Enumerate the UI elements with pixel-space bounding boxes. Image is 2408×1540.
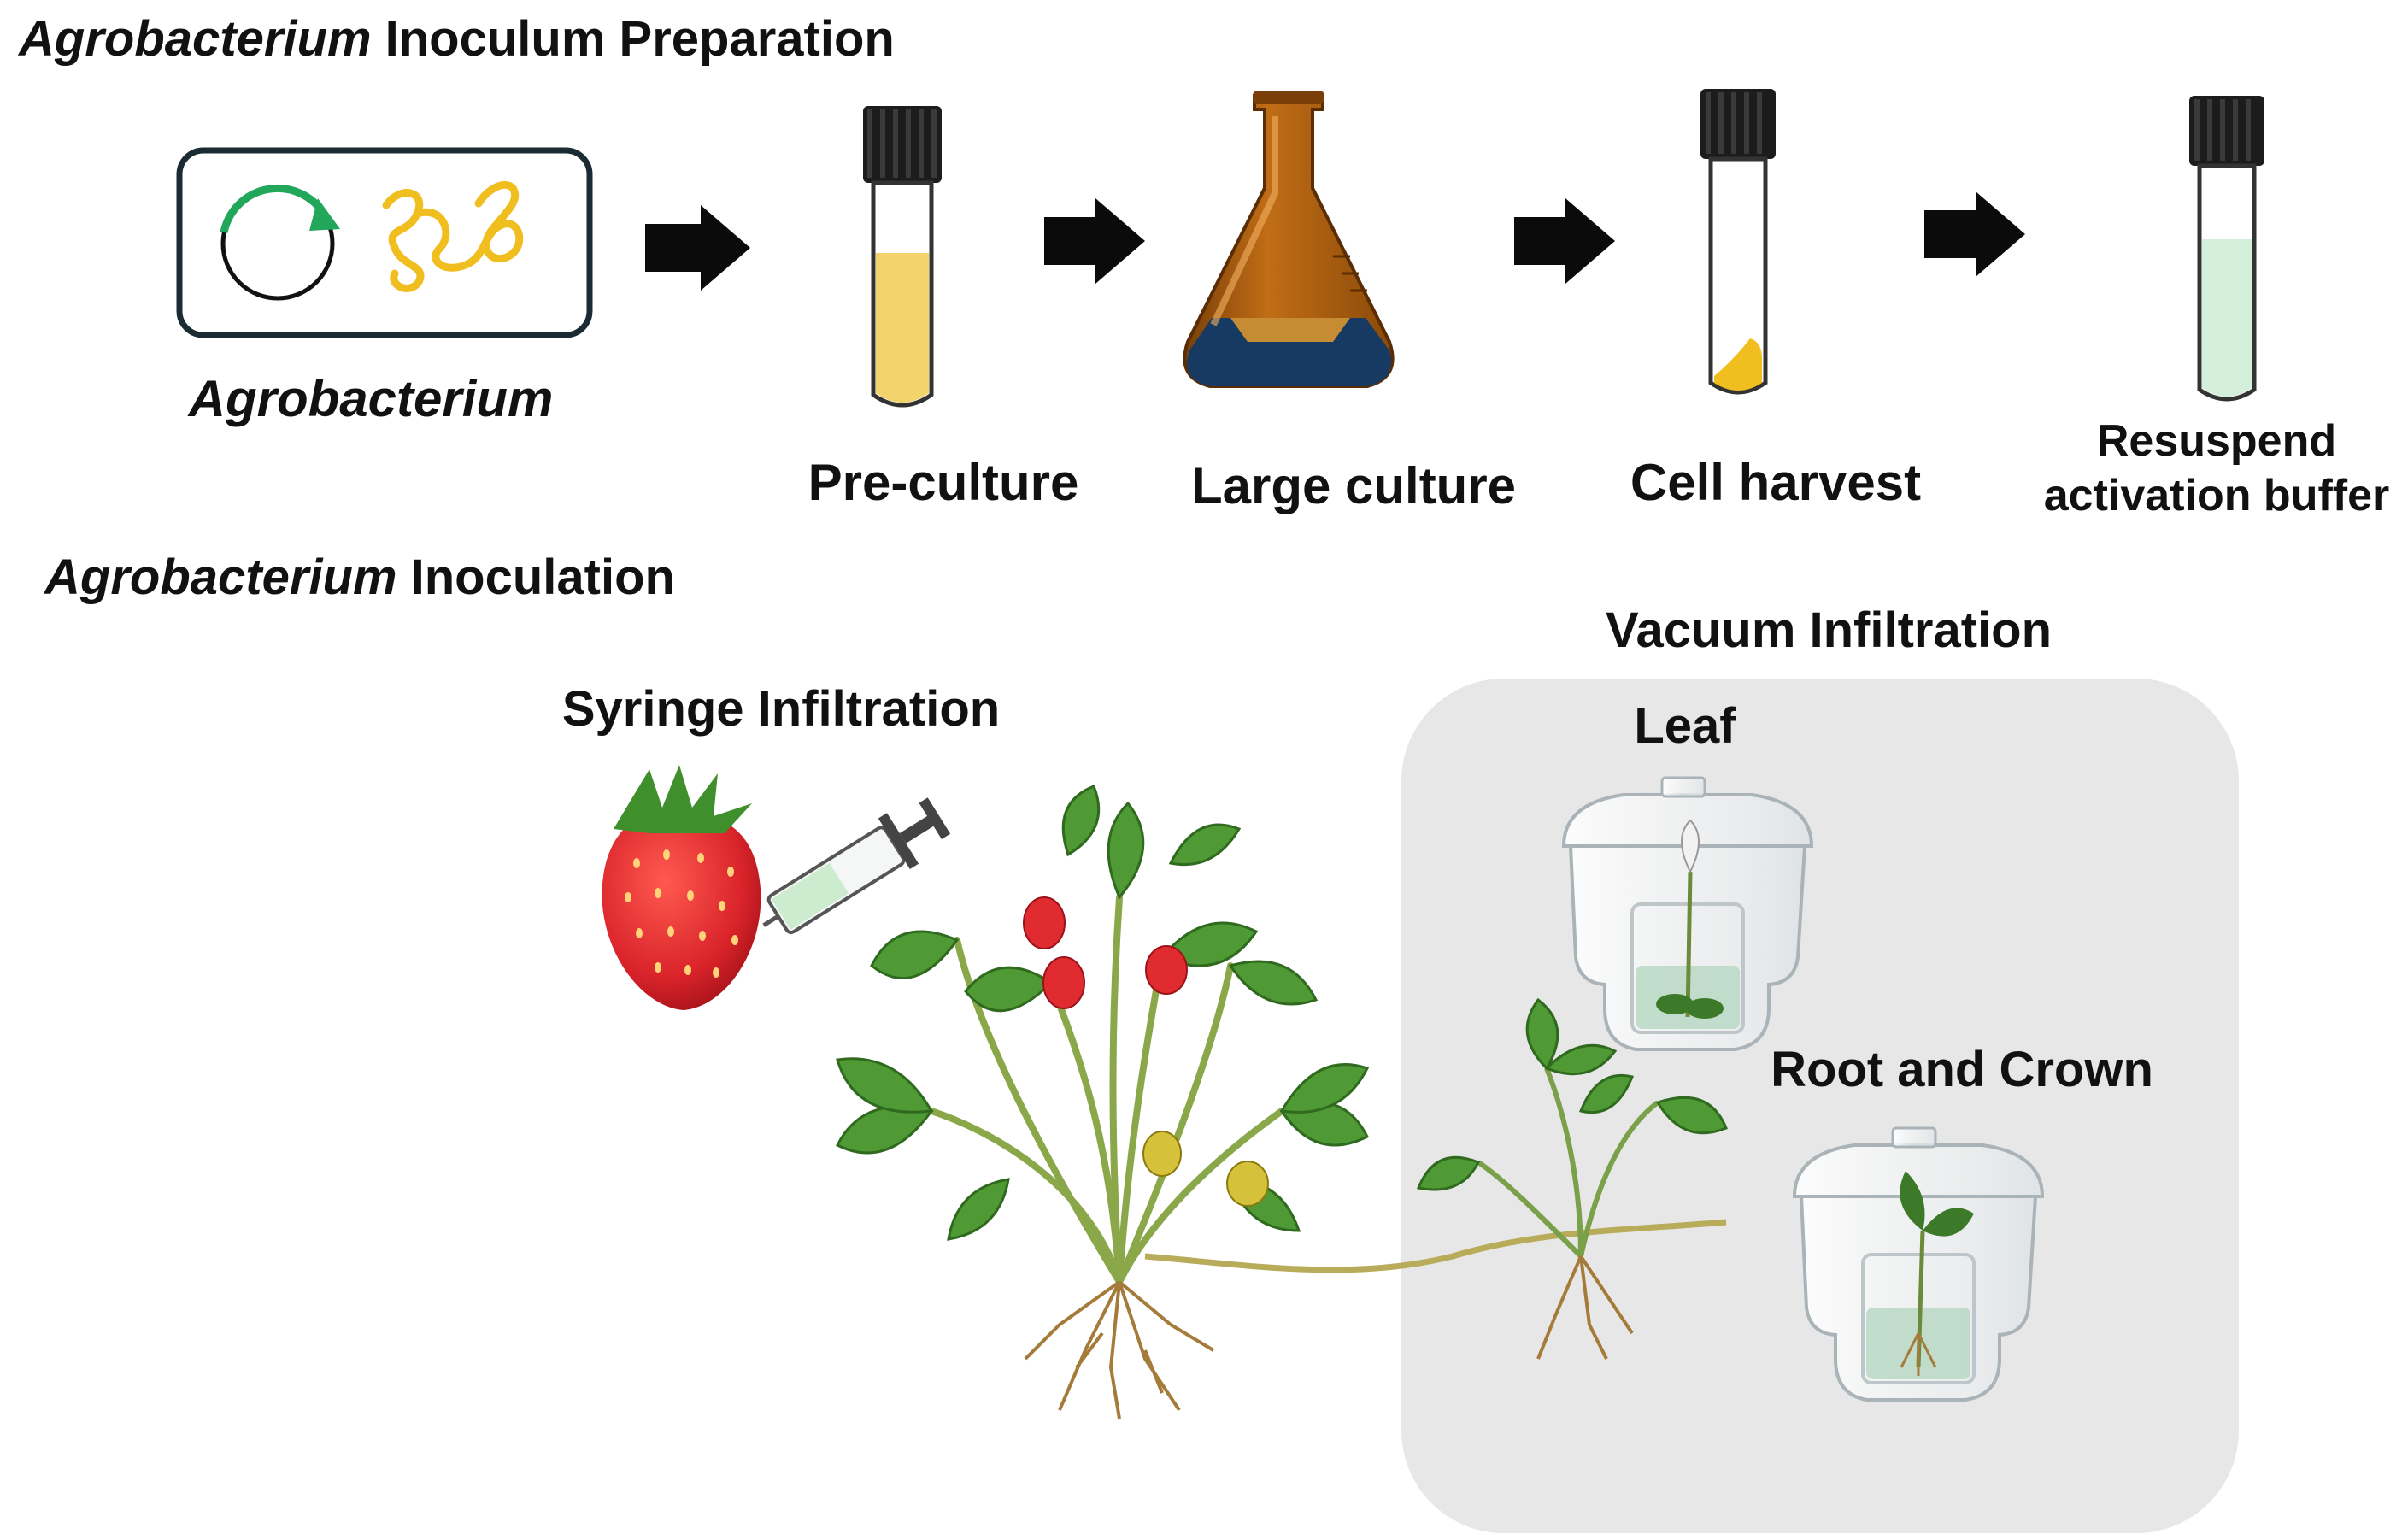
strawberry-icon (602, 765, 761, 1010)
agrobacterium-box (176, 147, 593, 338)
vacuum-infiltration-panel (1401, 679, 2239, 1533)
vacuum-infiltration-label: Vacuum Infiltration (1605, 602, 2053, 658)
syringe-infiltration-label: Syringe Infiltration (561, 681, 1001, 737)
root-crown-label: Root and Crown (1771, 1042, 2153, 1097)
step-label-pre-culture: Pre-culture (808, 454, 1079, 511)
agrobacterium-label: Agrobacterium (188, 370, 554, 427)
step-label-large-culture: Large culture (1190, 457, 1517, 514)
dna-strand-icon (382, 180, 524, 292)
section2-title: Agrobacterium Inoculation (44, 549, 675, 606)
syringe-icon (762, 797, 951, 935)
strawberry-plant-icon (835, 785, 1727, 1420)
large-culture-flask-icon (1183, 91, 1395, 388)
arrow-2-icon (1044, 198, 1145, 284)
arrow-3-icon (1514, 198, 1615, 284)
leaf-desiccator-icon (1561, 776, 1814, 1051)
section1-title: Agrobacterium Inoculum Preparation (19, 10, 895, 68)
plasmid-icon (220, 184, 340, 301)
arrow-4-icon (1924, 191, 2025, 277)
section1-title-rest: Inoculum Preparation (371, 11, 895, 67)
runner-plant-icon (1416, 997, 1728, 1360)
step-label-resuspend: Resuspend activation buffer (2044, 414, 2390, 523)
root-crown-desiccator-icon (1792, 1126, 2045, 1402)
arrow-1-icon (645, 205, 750, 291)
section2-title-rest: Inoculation (396, 550, 675, 605)
pre-culture-tube-icon (863, 106, 942, 408)
resuspend-line-2: activation buffer (2043, 471, 2390, 520)
section2-title-italic: Agrobacterium (44, 550, 397, 605)
cell-harvest-tube-icon (1700, 89, 1776, 395)
step-label-cell-harvest: Cell harvest (1630, 454, 1922, 511)
section1-title-italic: Agrobacterium (19, 11, 372, 67)
resuspended-tube-icon (2189, 96, 2264, 402)
leaf-label: Leaf (1634, 698, 1736, 754)
resuspend-line-1: Resuspend (2096, 416, 2337, 466)
